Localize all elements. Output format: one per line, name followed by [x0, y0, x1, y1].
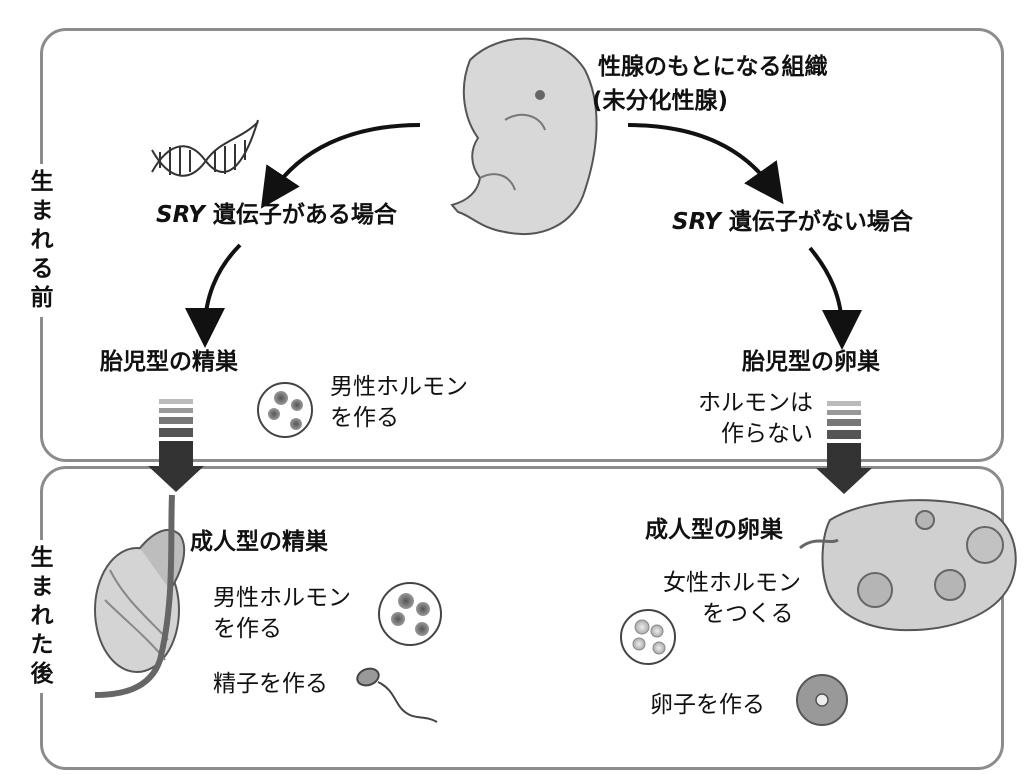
- embryo-illustration: [450, 37, 598, 236]
- undifferentiated-tissue-subtitle: (未分化性腺): [592, 88, 729, 114]
- block-arrow-right: [816, 401, 872, 494]
- dna-icon: [151, 119, 259, 177]
- fetal-testis-note-line1: 男性ホルモン: [330, 374, 468, 400]
- fetal-ovary-label: 胎児型の卵巣: [742, 349, 880, 375]
- fetal-testis-label: 胎児型の精巣: [100, 349, 238, 375]
- adult-testis-hormone-line1: 男性ホルモン: [213, 585, 351, 611]
- arrow-to-sry-yes: [260, 123, 421, 209]
- adult-ovary-illustration: [799, 499, 1017, 632]
- adult-ovary-hormone-line1: 女性ホルモン: [663, 570, 801, 596]
- adult-testis-hormone-line2: を作る: [213, 616, 282, 642]
- adult-male-hormone-cell-icon: [378, 582, 442, 646]
- fetal-ovary-note-line2: 作らない: [721, 421, 813, 447]
- sry-present-label: SRY 遺伝子がある場合: [156, 202, 397, 228]
- arrow-to-fetal-ovary: [808, 246, 862, 350]
- sperm-icon: [356, 667, 438, 723]
- block-arrow-left: [148, 399, 204, 492]
- arrow-to-fetal-testis: [185, 243, 242, 348]
- arrow-to-sry-no: [627, 123, 784, 205]
- undifferentiated-tissue-title: 性腺のもとになる組織: [598, 54, 828, 80]
- sry-absent-label: SRY 遺伝子がない場合: [672, 209, 913, 235]
- fetal-testis-note-line2: を作る: [330, 405, 399, 431]
- egg-cell-icon: [796, 674, 848, 726]
- side-label-after-birth: 生 ま れ た 後: [27, 540, 57, 693]
- fetal-ovary-note-line1: ホルモンは: [698, 390, 813, 416]
- side-label-before-birth: 生 ま れ る 前: [27, 164, 57, 317]
- female-hormone-cell-icon: [620, 609, 676, 665]
- adult-ovary-hormone-line2: をつくる: [702, 601, 794, 627]
- adult-ovary-label: 成人型の卵巣: [645, 517, 783, 543]
- adult-ovary-egg-label: 卵子を作る: [650, 692, 765, 718]
- male-hormone-cell-icon: [257, 382, 313, 438]
- adult-testis-illustration: [94, 494, 186, 698]
- adult-testis-sperm-label: 精子を作る: [213, 671, 328, 697]
- adult-testis-label: 成人型の精巣: [190, 529, 328, 555]
